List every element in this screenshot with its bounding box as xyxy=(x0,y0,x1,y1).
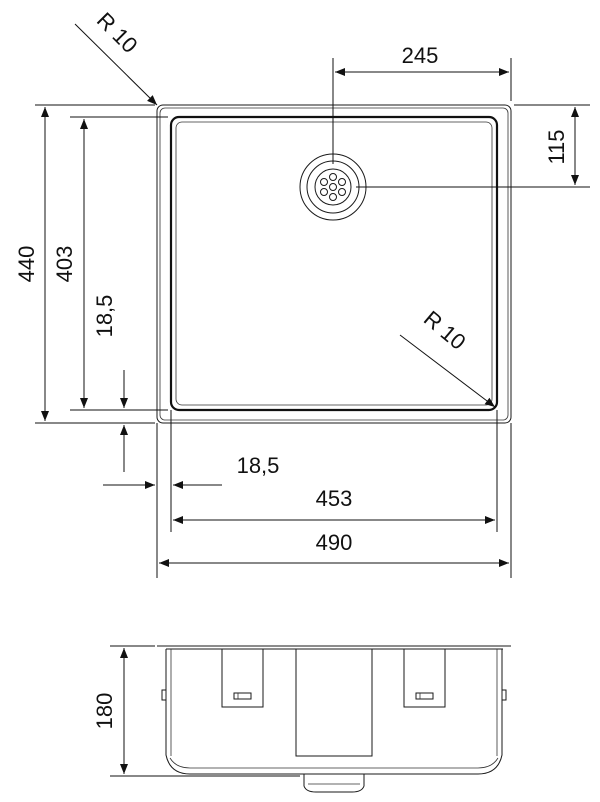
side-left-clip xyxy=(161,689,167,701)
bowl-outline xyxy=(169,115,499,412)
dim-115-label: 115 xyxy=(544,129,569,164)
dim-440-label: 440 xyxy=(14,246,39,283)
radius-top-left-label: R 10 xyxy=(92,7,143,58)
right-mounting-bracket-icon xyxy=(403,648,446,708)
dim-rim-bottom-label: 18,5 xyxy=(92,295,117,338)
radius-inner-leader xyxy=(399,334,496,408)
side-view: 180 xyxy=(92,645,511,793)
dim-403-label: 403 xyxy=(52,246,77,283)
radius-inner-label: R 10 xyxy=(419,306,471,355)
top-view: 245 115 R 10 R 10 440 403 18,5 18, xyxy=(14,7,590,578)
dim-245-label: 245 xyxy=(402,43,439,68)
radius-top-left-leader xyxy=(74,23,158,106)
bowl-inner-outline xyxy=(175,121,493,406)
side-bowl-body xyxy=(165,649,503,775)
outer-rim-outline xyxy=(156,104,512,424)
side-center-rib xyxy=(295,648,373,757)
left-mounting-bracket-icon xyxy=(221,648,264,708)
side-bowl-inner-curve xyxy=(169,757,499,769)
dim-490-label: 490 xyxy=(316,530,353,555)
outer-rim-inner-outline xyxy=(159,107,509,421)
drain-outlet-icon xyxy=(303,774,365,793)
dim-rim-side-label: 18,5 xyxy=(237,453,280,478)
dim-453-label: 453 xyxy=(316,486,353,511)
side-right-clip xyxy=(501,689,507,701)
dim-180-label: 180 xyxy=(92,693,117,730)
